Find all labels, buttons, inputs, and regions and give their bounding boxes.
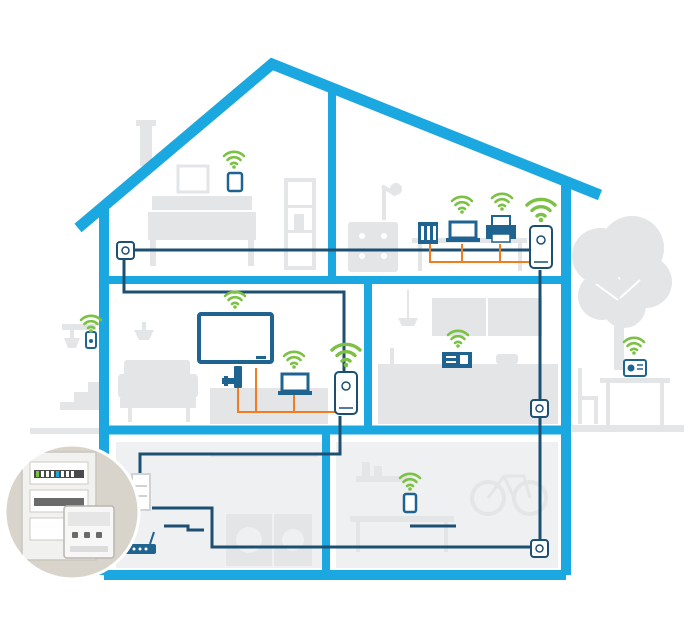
- powerline-adapter-icon: [334, 371, 358, 415]
- tablet-icon: [402, 492, 418, 514]
- laptop-icon: [446, 220, 480, 242]
- wifi-icon: [622, 336, 646, 357]
- distribution-box-insert: [3, 443, 141, 581]
- house-frame: [74, 57, 603, 580]
- wifi-icon: [222, 150, 246, 171]
- radio-icon: [442, 352, 472, 368]
- phone-icon: [85, 331, 97, 349]
- laptop-icon: [278, 372, 312, 395]
- radio-icon: [623, 359, 647, 377]
- wifi-icon: [490, 192, 514, 213]
- wifi-icon: [450, 195, 474, 216]
- wifi-icon: [282, 350, 306, 371]
- tv-icon: [197, 312, 274, 364]
- power-socket-icon: [116, 241, 135, 260]
- network-storage-icon: [418, 222, 438, 244]
- game-console-icon: [222, 366, 242, 388]
- printer-icon: [486, 215, 516, 243]
- wifi-icon: [330, 342, 362, 369]
- power-socket-icon: [530, 539, 549, 558]
- wifi-icon: [525, 197, 557, 225]
- wifi-icon: [223, 290, 247, 311]
- router-icon: [124, 531, 156, 554]
- power-socket-icon: [530, 399, 549, 418]
- powerline-adapter-icon: [529, 225, 553, 269]
- tablet-icon: [226, 171, 244, 193]
